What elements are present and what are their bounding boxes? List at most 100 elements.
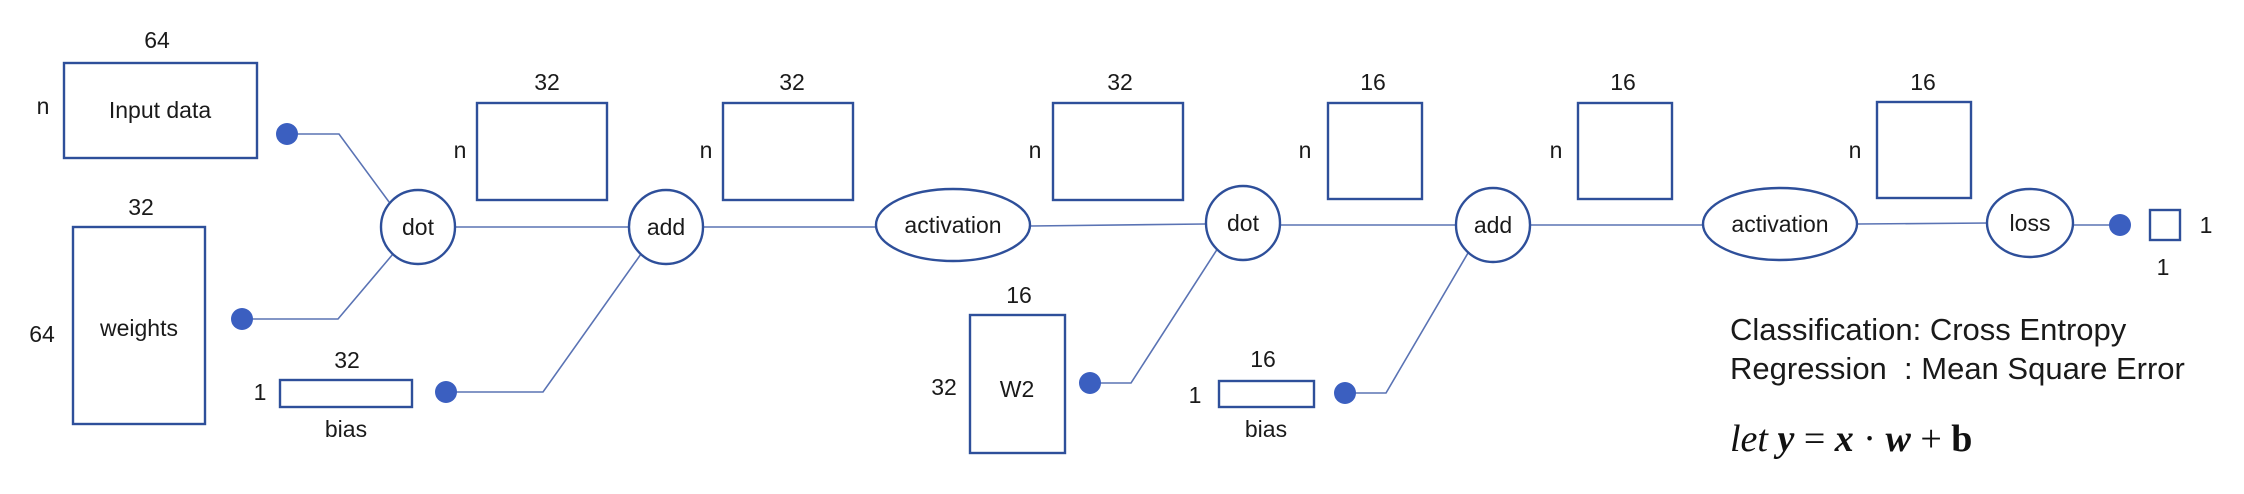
bias2-label: bias	[1245, 416, 1287, 442]
bias2-rows: 1	[1189, 382, 1202, 408]
input-data-box	[62, 61, 259, 160]
dot2-output-box	[1326, 101, 1424, 201]
w2-cols: 16	[1006, 282, 1032, 308]
dot1-circle	[379, 188, 457, 266]
input-data-port	[276, 123, 298, 145]
activation2-ellipse	[1701, 186, 1859, 262]
add1-node: add	[627, 188, 705, 266]
input-data-rows: n	[37, 93, 50, 119]
activation2-output-cols: 16	[1910, 69, 1936, 95]
wire-activation2-to-loss	[1857, 222, 1991, 225]
bias2-block: bias 1 16	[1189, 346, 1356, 442]
activation2-output-box	[1875, 100, 1973, 200]
bias1-cols: 32	[334, 347, 360, 373]
dot2-output-cols: 16	[1360, 69, 1386, 95]
add1-output-block: n 32	[700, 69, 855, 202]
dot1-output-box	[475, 101, 609, 202]
legend-classification: Classification: Cross Entropy	[1730, 312, 2127, 347]
dot2-node: dot	[1204, 184, 1282, 262]
dot2-circle	[1204, 184, 1282, 262]
bias2-box	[1217, 379, 1316, 409]
formula-dot: ·	[1854, 418, 1886, 460]
bias2-cols: 16	[1250, 346, 1276, 372]
add1-output-cols: 32	[779, 69, 805, 95]
formula-plus: +	[1911, 418, 1951, 460]
weights-port	[231, 308, 253, 330]
add1-label: add	[647, 214, 685, 240]
bias1-rows: 1	[254, 379, 267, 405]
weights-label: weights	[99, 315, 178, 341]
input-data-cols: 64	[144, 27, 170, 53]
wire-bias1-to-add1	[446, 253, 642, 393]
add2-output-cols: 16	[1610, 69, 1636, 95]
dot1-output-rows: n	[454, 137, 467, 163]
activation2-output-block: n 16	[1849, 69, 1973, 200]
activation1-ellipse	[874, 187, 1032, 263]
weights-block: weights 64 32	[29, 194, 253, 426]
connection-lines	[242, 133, 2120, 394]
loss-ellipse	[1985, 187, 2075, 259]
formula-x: x	[1834, 418, 1854, 460]
bias2-port	[1334, 382, 1356, 404]
formula-b: b	[1951, 418, 1972, 460]
bias1-box	[278, 378, 414, 409]
w2-block: W2 32 16	[931, 282, 1101, 455]
add2-node: add	[1454, 186, 1532, 264]
formula-w: w	[1885, 418, 1911, 460]
loss-legend: Classification: Cross Entropy Regression…	[1730, 312, 2185, 386]
add2-label: add	[1474, 212, 1512, 238]
add1-output-rows: n	[700, 137, 713, 163]
wire-bias2-to-add2	[1345, 252, 1469, 394]
loss-output-block: 1 1	[2109, 208, 2213, 280]
activation2-output-rows: n	[1849, 137, 1862, 163]
formula-y: y	[1773, 418, 1794, 460]
activation1-output-cols: 32	[1107, 69, 1133, 95]
dot1-label: dot	[402, 214, 435, 240]
dot1-node: dot	[379, 188, 457, 266]
loss-output-cols: 1	[2157, 254, 2170, 280]
w2-rows: 32	[931, 374, 957, 400]
weights-cols: 32	[128, 194, 154, 220]
bias1-block: bias 1 32	[254, 347, 457, 442]
loss-label: loss	[2010, 210, 2051, 236]
formula: let y = x · w + b	[1730, 418, 1972, 460]
activation1-node: activation	[874, 187, 1032, 263]
loss-output-rows: 1	[2200, 212, 2213, 238]
add2-output-box	[1576, 101, 1674, 201]
w2-port	[1079, 372, 1101, 394]
add2-output-block: n 16	[1550, 69, 1674, 201]
dot1-output-cols: 32	[534, 69, 560, 95]
activation1-label: activation	[904, 212, 1001, 238]
bias1-port	[435, 381, 457, 403]
weights-rows: 64	[29, 321, 55, 347]
dot2-label: dot	[1227, 210, 1260, 236]
add1-output-box	[721, 101, 855, 202]
activation1-output-block: n 32	[1029, 69, 1185, 202]
wire-weights-to-dot1	[242, 253, 394, 320]
formula-let: let	[1730, 418, 1769, 460]
wire-input-to-dot1	[287, 133, 393, 207]
add2-output-rows: n	[1550, 137, 1563, 163]
loss-port	[2109, 214, 2131, 236]
w2-label: W2	[1000, 376, 1035, 402]
wire-activation1-to-dot2	[1030, 223, 1206, 227]
activation1-output-box	[1051, 101, 1185, 202]
formula-equals: =	[1794, 418, 1834, 460]
input-data-label: Input data	[109, 97, 212, 123]
activation1-output-rows: n	[1029, 137, 1042, 163]
add1-circle	[627, 188, 705, 266]
dot1-output-block: n 32	[454, 69, 609, 202]
loss-node: loss	[1985, 187, 2075, 259]
w2-box	[968, 313, 1067, 455]
dot2-output-block: n 16	[1299, 69, 1424, 201]
bias1-label: bias	[325, 416, 367, 442]
dot2-output-rows: n	[1299, 137, 1312, 163]
input-data-block: Input data n 64	[37, 27, 298, 160]
add2-circle	[1454, 186, 1532, 264]
activation2-node: activation	[1701, 186, 1859, 262]
activation2-label: activation	[1731, 211, 1828, 237]
legend-regression: Regression : Mean Square Error	[1730, 351, 2185, 386]
loss-output-box	[2148, 208, 2182, 242]
weights-box	[71, 225, 207, 426]
